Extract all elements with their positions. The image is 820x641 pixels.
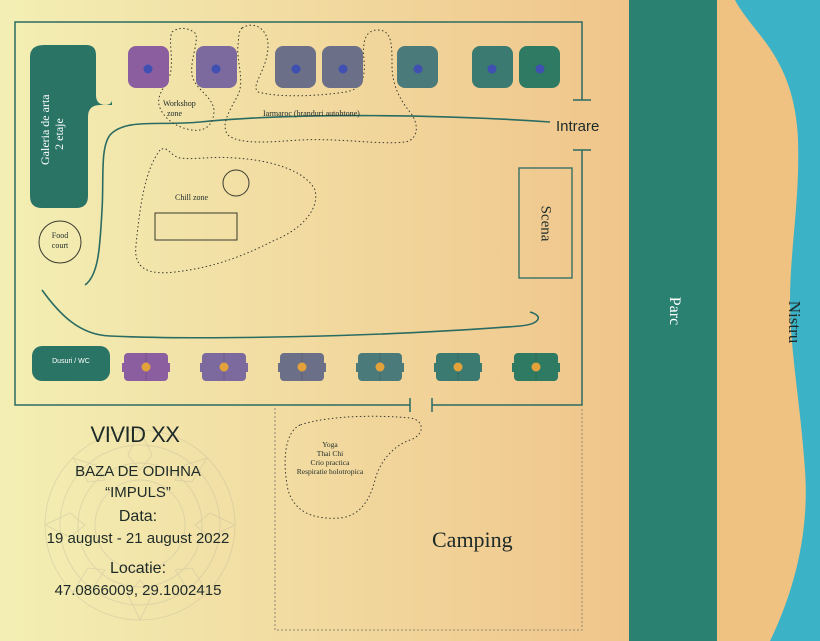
stall-top-6 — [472, 46, 513, 88]
yoga-zone-label: Yoga Thai Chi Crio practica Respiratie h… — [285, 440, 375, 476]
stall-top-2 — [196, 46, 237, 88]
event-date-value: 19 august - 21 august 2022 — [46, 530, 230, 547]
event-title: VIVID XX — [90, 422, 180, 447]
food-court-label-line1: Food — [51, 231, 69, 240]
event-location-value: 47.0866009, 29.1002415 — [54, 582, 222, 599]
showers-wc-building — [32, 346, 110, 381]
river-nistru — [735, 0, 820, 641]
stall-top-1 — [128, 46, 169, 88]
chill-zone-boundary — [135, 148, 317, 274]
event-venue-line1: BAZA DE ODIHNA — [75, 463, 201, 480]
chill-zone-circle — [222, 169, 250, 197]
event-date-label: Data: — [118, 508, 158, 525]
market-zone-boundary — [224, 24, 417, 144]
top-stalls — [128, 46, 560, 88]
bottom-stalls — [122, 353, 560, 381]
park-label: Parc — [666, 296, 683, 326]
festival-ground — [0, 0, 640, 641]
river-label: Nistru — [785, 300, 804, 344]
stall-bottom-5 — [434, 353, 482, 381]
yoga-label-line2: Thai Chi — [316, 449, 344, 458]
yoga-label-line4: Respiratie holotropica — [296, 467, 364, 476]
food-court — [38, 220, 82, 264]
gallery-label: Galeria de arta 2 etaje — [38, 94, 80, 165]
camping-label: Camping — [432, 527, 513, 552]
park-area — [629, 0, 717, 641]
yoga-label-line1: Yoga — [322, 440, 338, 449]
event-venue-line2: “IMPULS” — [105, 484, 171, 501]
stall-top-3 — [275, 46, 316, 88]
showers-label: Dusuri / WC — [52, 358, 90, 365]
yoga-label-line3: Crio practica — [310, 458, 350, 467]
art-gallery-building — [30, 45, 112, 208]
gallery-label-line2: 2 etaje — [52, 118, 66, 150]
stall-top-7 — [519, 46, 560, 88]
mandala-ornament — [43, 428, 237, 622]
camping-boundary — [274, 408, 583, 631]
entrance-label: Intrare — [556, 118, 600, 135]
stall-bottom-2 — [200, 353, 248, 381]
workshop-label-line1: Workshop — [163, 99, 196, 108]
chill-zone-rect — [154, 212, 238, 241]
stage-label: Scena — [537, 205, 554, 242]
walking-path — [41, 114, 551, 339]
festival-boundary — [14, 21, 583, 406]
market-zone-label: Iarmaroc (branduri autohtone) — [263, 109, 360, 118]
stall-bottom-1 — [122, 353, 170, 381]
gallery-label-line1: Galeria de arta — [38, 94, 52, 165]
workshop-label-line2: zone — [167, 109, 183, 118]
stage-area — [518, 167, 573, 279]
event-location-label: Locatie: — [109, 560, 167, 577]
stall-top-5 — [397, 46, 438, 88]
stall-bottom-6 — [512, 353, 560, 381]
workshop-zone-label: Workshop zone — [163, 99, 196, 119]
stall-top-4 — [322, 46, 363, 88]
food-court-label: Food court — [42, 231, 78, 251]
stall-bottom-4 — [356, 353, 404, 381]
chill-zone-label: Chill zone — [175, 193, 209, 202]
food-court-label-line2: court — [51, 241, 69, 250]
stall-bottom-3 — [278, 353, 326, 381]
